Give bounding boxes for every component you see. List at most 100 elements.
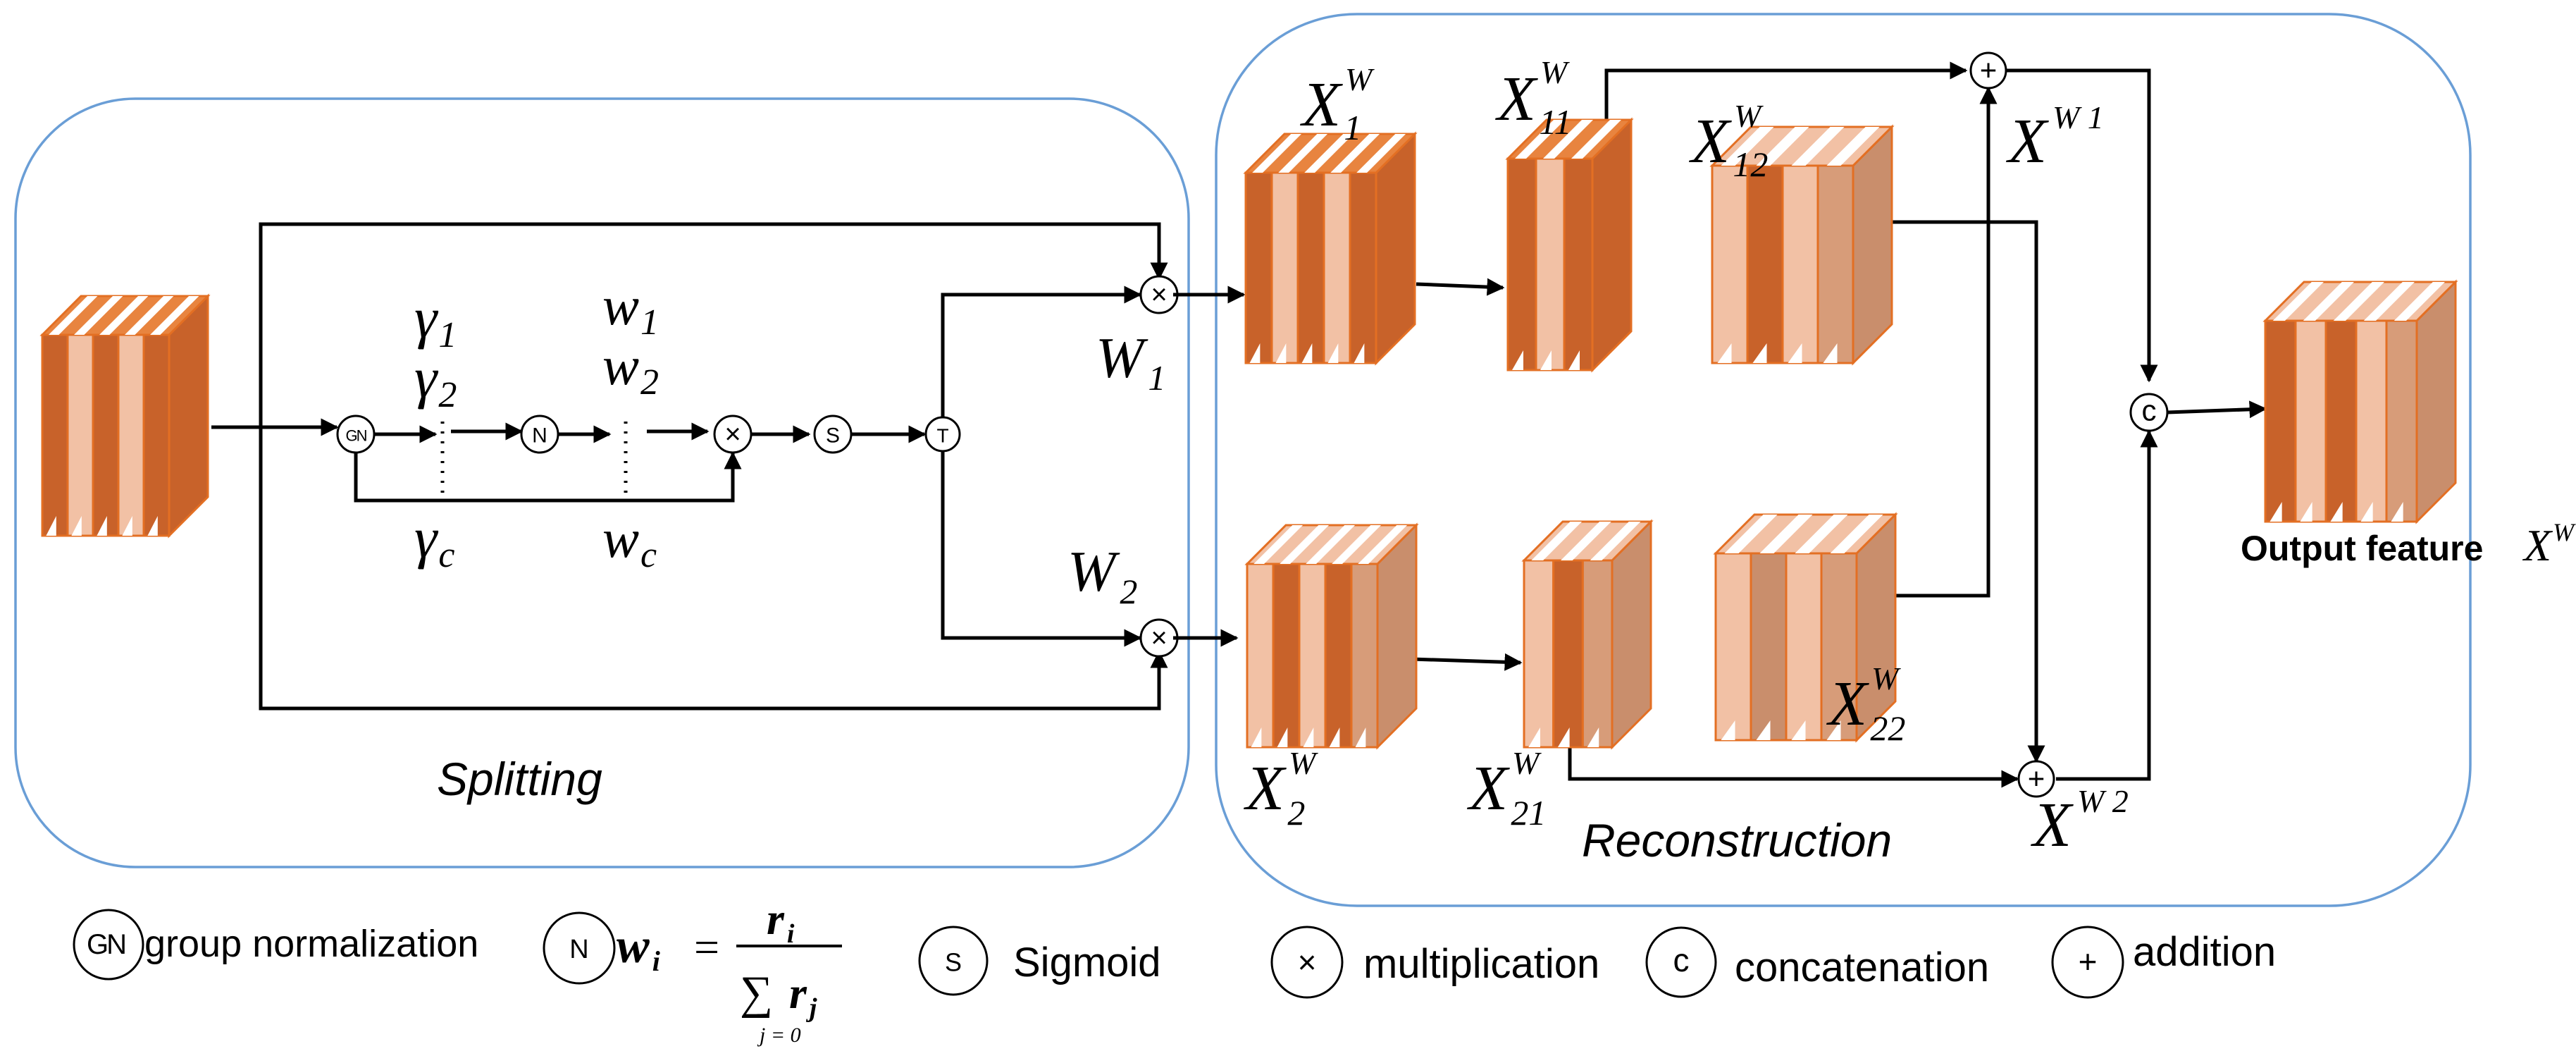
x22w-symbol: X bbox=[1826, 669, 1869, 739]
multiply-operator-w1: × bbox=[1139, 275, 1179, 314]
gamma-2-symbol: γ bbox=[414, 345, 439, 410]
output-x-superscript: W bbox=[2553, 518, 2576, 546]
formula-lhs-sub: i bbox=[652, 945, 660, 977]
multiply-symbol: × bbox=[724, 419, 741, 450]
output-feature-label: Output feature bbox=[2241, 529, 2483, 568]
legend-concat-symbol: c bbox=[1673, 942, 1690, 978]
xw2-superscript: W 2 bbox=[2077, 783, 2129, 819]
svg-text:w2: w2 bbox=[602, 335, 659, 403]
x1w-feature-block bbox=[1243, 131, 1418, 366]
x11w-feature-block bbox=[1505, 117, 1634, 373]
add-bottom-symbol: + bbox=[2028, 762, 2045, 795]
reconstruction-label: Reconstruction bbox=[1582, 814, 1892, 866]
x1w-superscript: W bbox=[1345, 61, 1375, 97]
x12w-subscript: 12 bbox=[1733, 145, 1768, 184]
gamma-labels: γ1 γ2 γc bbox=[414, 285, 457, 575]
x22w-subscript: 22 bbox=[1870, 708, 1905, 748]
legend-concat-text: concatenation bbox=[1735, 945, 1989, 990]
xw2-symbol: X bbox=[2031, 790, 2074, 860]
svg-text:γ2: γ2 bbox=[414, 345, 457, 415]
legend-gn-text: group normalization bbox=[144, 923, 478, 965]
w1-symbol: W bbox=[1096, 326, 1148, 390]
x11w-symbol: X bbox=[1495, 64, 1538, 134]
gn-symbol: GN bbox=[346, 427, 367, 445]
multiply-w2-symbol: × bbox=[1151, 622, 1167, 653]
add-operator-bottom: + bbox=[2017, 760, 2055, 798]
x2w-superscript: W bbox=[1289, 745, 1318, 781]
gn-operator: GN bbox=[336, 414, 376, 454]
output-feature-block bbox=[2262, 279, 2458, 524]
x22w-feature-block bbox=[1713, 512, 1898, 743]
splitting-label: Splitting bbox=[437, 753, 602, 805]
multiply-operator-gate: × bbox=[713, 414, 753, 454]
multiply-operator-w2: × bbox=[1139, 618, 1179, 658]
reconstruction-panel bbox=[1215, 13, 2472, 907]
formula-lhs-var: w bbox=[617, 919, 650, 973]
output-x-symbol: X bbox=[2522, 520, 2553, 570]
reconstruction-flow bbox=[1173, 61, 2267, 788]
input-feature-block bbox=[39, 293, 211, 539]
x12w-symbol: X bbox=[1689, 106, 1732, 176]
formula-den-sub: j bbox=[806, 993, 817, 1023]
x2w-symbol: X bbox=[1244, 754, 1287, 823]
x2w-subscript: 2 bbox=[1287, 793, 1305, 832]
formula-equals: = bbox=[694, 922, 719, 972]
concat-symbol: c bbox=[2142, 394, 2157, 427]
legend-gn: GN group normalization bbox=[73, 909, 478, 981]
x2w-feature-block bbox=[1244, 522, 1419, 750]
n-operator: N bbox=[520, 414, 559, 454]
x12w-superscript: W bbox=[1734, 98, 1764, 134]
formula-sum: ∑ bbox=[740, 967, 773, 1019]
svg-text:wc: wc bbox=[602, 508, 657, 575]
gamma-1-symbol: γ bbox=[414, 285, 439, 350]
svg-text:w1: w1 bbox=[602, 275, 659, 343]
legend-add-symbol: + bbox=[2079, 943, 2098, 980]
legend-s: S Sigmoid bbox=[918, 926, 1161, 996]
legend-concat: c concatenation bbox=[1645, 926, 1989, 998]
s-symbol: S bbox=[826, 424, 840, 448]
legend-s-text: Sigmoid bbox=[1013, 940, 1161, 985]
gamma-1-subscript: 1 bbox=[438, 315, 457, 355]
x21w-superscript: W bbox=[1512, 745, 1542, 781]
add-operator-top: + bbox=[1969, 51, 2007, 90]
w-1-symbol: w bbox=[602, 275, 639, 336]
w-c-subscript: c bbox=[640, 535, 657, 575]
x21w-subscript: 21 bbox=[1511, 793, 1546, 832]
n-symbol: N bbox=[532, 424, 547, 448]
w-2-subscript: 2 bbox=[640, 362, 659, 403]
legend-add-text: addition bbox=[2133, 929, 2276, 975]
xw1-symbol: X bbox=[2006, 106, 2049, 176]
svg-text:wi: wi bbox=[617, 919, 660, 977]
x1w-symbol: X bbox=[1300, 70, 1343, 140]
add-top-symbol: + bbox=[1980, 54, 1998, 87]
concat-operator: c bbox=[2129, 393, 2169, 432]
w2-subscript: 2 bbox=[1120, 572, 1137, 611]
gamma-c-symbol: γ bbox=[414, 505, 439, 570]
output-feature-xw: XW bbox=[2522, 518, 2576, 570]
multiply-w1-symbol: × bbox=[1151, 279, 1167, 310]
x1w-subscript: 1 bbox=[1344, 108, 1361, 147]
svg-text:γ1: γ1 bbox=[414, 285, 457, 355]
x22w-superscript: W bbox=[1871, 660, 1901, 696]
legend-n-symbol: N bbox=[569, 935, 588, 964]
w-c-symbol: w bbox=[602, 508, 639, 569]
gamma-c-subscript: c bbox=[438, 535, 454, 575]
w2-symbol: W bbox=[1067, 539, 1120, 603]
x21w-symbol: X bbox=[1467, 754, 1510, 823]
xw1-superscript: W 1 bbox=[2052, 99, 2104, 135]
w1-subscript: 1 bbox=[1148, 358, 1165, 398]
